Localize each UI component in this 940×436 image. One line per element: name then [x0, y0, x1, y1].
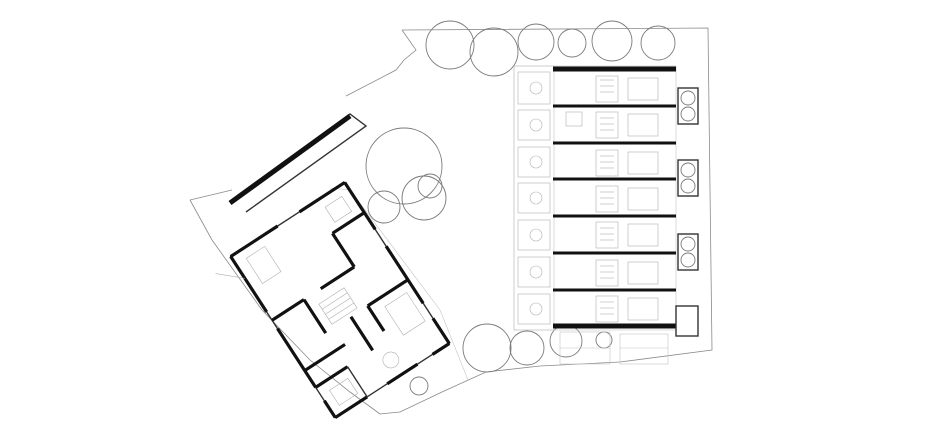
tree-icon [595, 331, 613, 349]
tree-icon [409, 376, 429, 396]
trees [365, 20, 676, 396]
stair-icon [318, 287, 358, 325]
tree-icon [591, 20, 633, 62]
rowhouse-unit [517, 256, 659, 288]
tree-icon [365, 127, 443, 205]
tree-icon [469, 27, 519, 77]
rowhouse-terrace [513, 65, 699, 365]
tree-icon [462, 323, 512, 373]
villa-floor-plan [215, 181, 451, 419]
tree-icon [417, 173, 443, 199]
rowhouse-unit [517, 146, 699, 197]
tree-icon [517, 23, 555, 61]
tree-icon [557, 28, 587, 58]
tree-icon [425, 20, 475, 70]
rowhouse-unit [517, 109, 659, 141]
rowhouse-unit [517, 219, 699, 271]
rowhouse-unit [517, 293, 699, 337]
tree-icon [509, 330, 545, 366]
canopy-structure [228, 113, 368, 213]
rowhouse-unit [517, 71, 699, 125]
tree-icon [367, 190, 401, 224]
rowhouse-unit [517, 182, 659, 214]
tree-icon [640, 25, 676, 61]
site-boundary [189, 27, 713, 415]
